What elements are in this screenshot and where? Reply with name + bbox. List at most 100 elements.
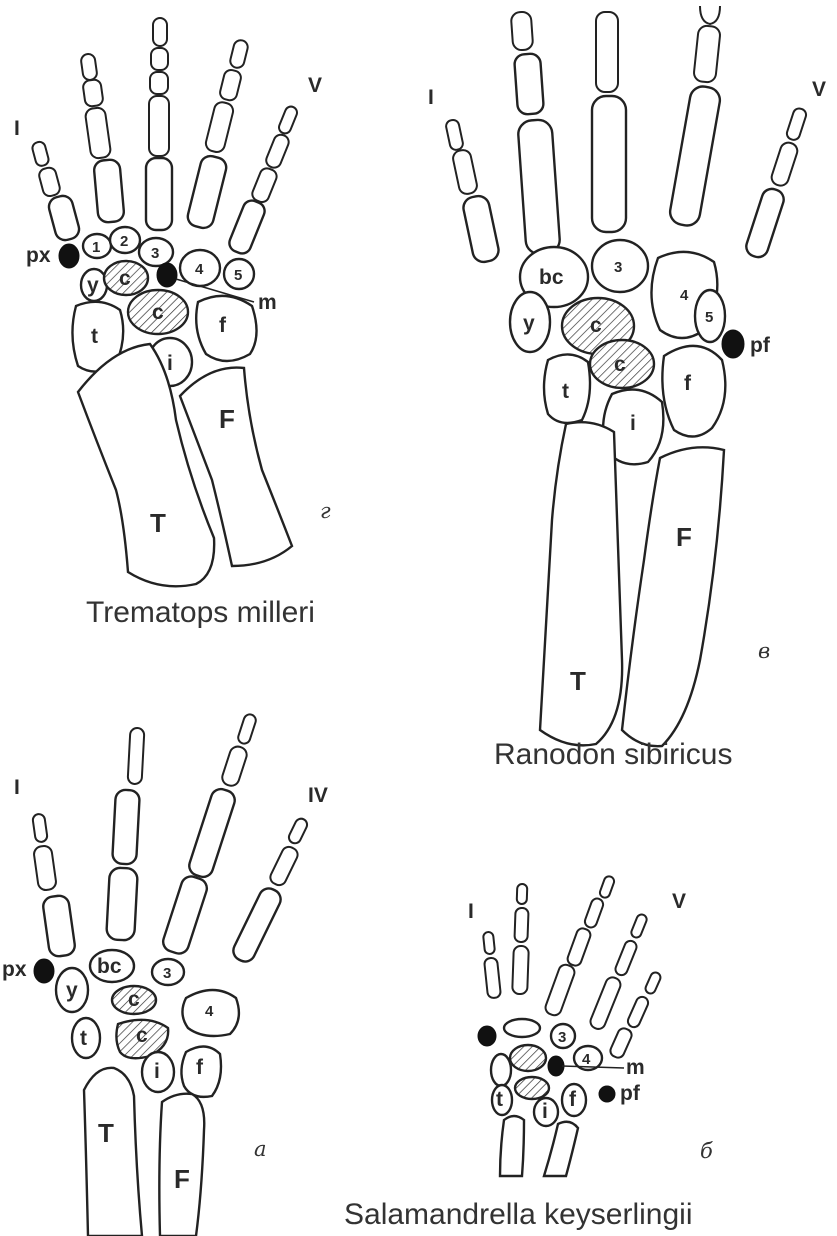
pf-label: pf [620,1082,641,1105]
bc-label: bc [97,955,122,978]
digit-2 [106,728,144,941]
digit-i-label: I [14,117,20,140]
panel-trematops: I V px 1 2 3 4 5 y c c t f i m F T г Tre… [14,18,331,629]
panel-letter: в [758,639,770,663]
digit-5 [744,107,808,260]
c-distal-label: c [590,314,602,337]
centrale-proximal [515,1077,549,1099]
px-label: px [26,244,51,267]
f-label: f [196,1056,204,1079]
dc3-label: 3 [558,1029,566,1046]
digit-iv-label: IV [308,784,328,807]
t-label: t [80,1027,87,1050]
i-label: i [167,352,173,375]
panel-letter: г [320,499,331,523]
digit-v-label: V [672,890,686,913]
f-label: f [684,372,692,395]
c-distal-label: c [119,267,131,290]
digit-4 [668,6,722,228]
digit-3 [161,713,258,956]
i-label: i [630,412,636,435]
species-title: Trematops milleri [86,596,315,629]
carpal-y [491,1054,511,1086]
tibia [78,344,214,586]
dc3-label: 3 [151,245,159,262]
species-title: Salamandrella keyserlingii [344,1198,693,1231]
tibia [500,1116,524,1176]
prepollex-element [34,959,54,983]
postminimus [599,1086,615,1102]
px-label: px [2,958,27,981]
digit-2 [512,884,529,994]
panel-ranodon: I V bc 3 4 5 y c c t f i pf F T в Ranodo… [428,6,826,771]
prepollex-element [478,1026,496,1046]
dc4-label: 4 [680,287,689,304]
digit-v-label: V [812,78,826,101]
dc3-label: 3 [163,965,171,982]
bc-label: bc [539,266,564,289]
digit-4 [230,817,309,965]
centrale-distal [510,1045,546,1071]
digit-2 [80,53,124,223]
t-label: t [496,1088,503,1111]
m-label: m [626,1056,645,1079]
digit-i-label: I [468,900,474,923]
y-label: y [66,979,78,1002]
digit-1 [445,119,501,264]
f-label: f [219,314,227,337]
i-label: i [542,1100,548,1123]
F-label: F [676,522,692,552]
panel-letter: б [700,1139,713,1163]
y-label: y [87,274,99,297]
species-title: Ranodon sibiricus [494,738,732,771]
digit-v-label: V [308,74,322,97]
tibia [540,422,622,745]
digit-1 [32,813,76,957]
dc5-label: 5 [234,267,242,284]
panel-letter: а [254,1137,267,1161]
F-label: F [174,1164,190,1194]
F-label: F [219,404,235,434]
fibulare [196,296,256,361]
dc2-label: 2 [120,233,128,250]
T-label: T [150,508,166,538]
t-label: t [91,325,98,348]
digit-1 [483,932,501,999]
i-label: i [154,1060,160,1083]
digit-4 [186,39,250,230]
fibula [622,447,724,746]
digit-i-label: I [428,86,434,109]
f-label: f [569,1088,577,1111]
digit-2 [511,11,561,255]
c-proximal-label: c [136,1024,148,1047]
digit-1 [31,141,81,243]
m-element [548,1056,564,1076]
dc5-label: 5 [705,309,713,326]
dc1-label: 1 [92,239,100,256]
m-element [157,263,177,287]
T-label: T [570,666,586,696]
digit-i-label: I [14,776,20,799]
postminimus [722,330,744,358]
c-distal-label: c [128,988,140,1011]
digit-3 [592,12,626,232]
fibula [544,1122,578,1176]
m-leader-line [562,1066,624,1068]
dc4-label: 4 [195,261,204,278]
t-label: t [562,380,569,403]
tibia [84,1068,142,1236]
dc3-label: 3 [614,259,622,276]
y-label: y [523,312,535,335]
dc4-label: 4 [582,1051,591,1068]
prepollex-element [59,244,79,268]
digit-3 [146,18,172,230]
dc4-label: 4 [205,1003,214,1020]
panel-salamandrella: I V 3 4 m pf t i f б Salamandrella keyse… [344,875,713,1231]
m-label: m [258,291,277,314]
panel-a: I IV px bc 3 4 y c c t i f T F а [2,713,328,1236]
digit-5 [227,105,299,256]
fibulare [662,346,725,437]
pf-label: pf [750,334,771,357]
